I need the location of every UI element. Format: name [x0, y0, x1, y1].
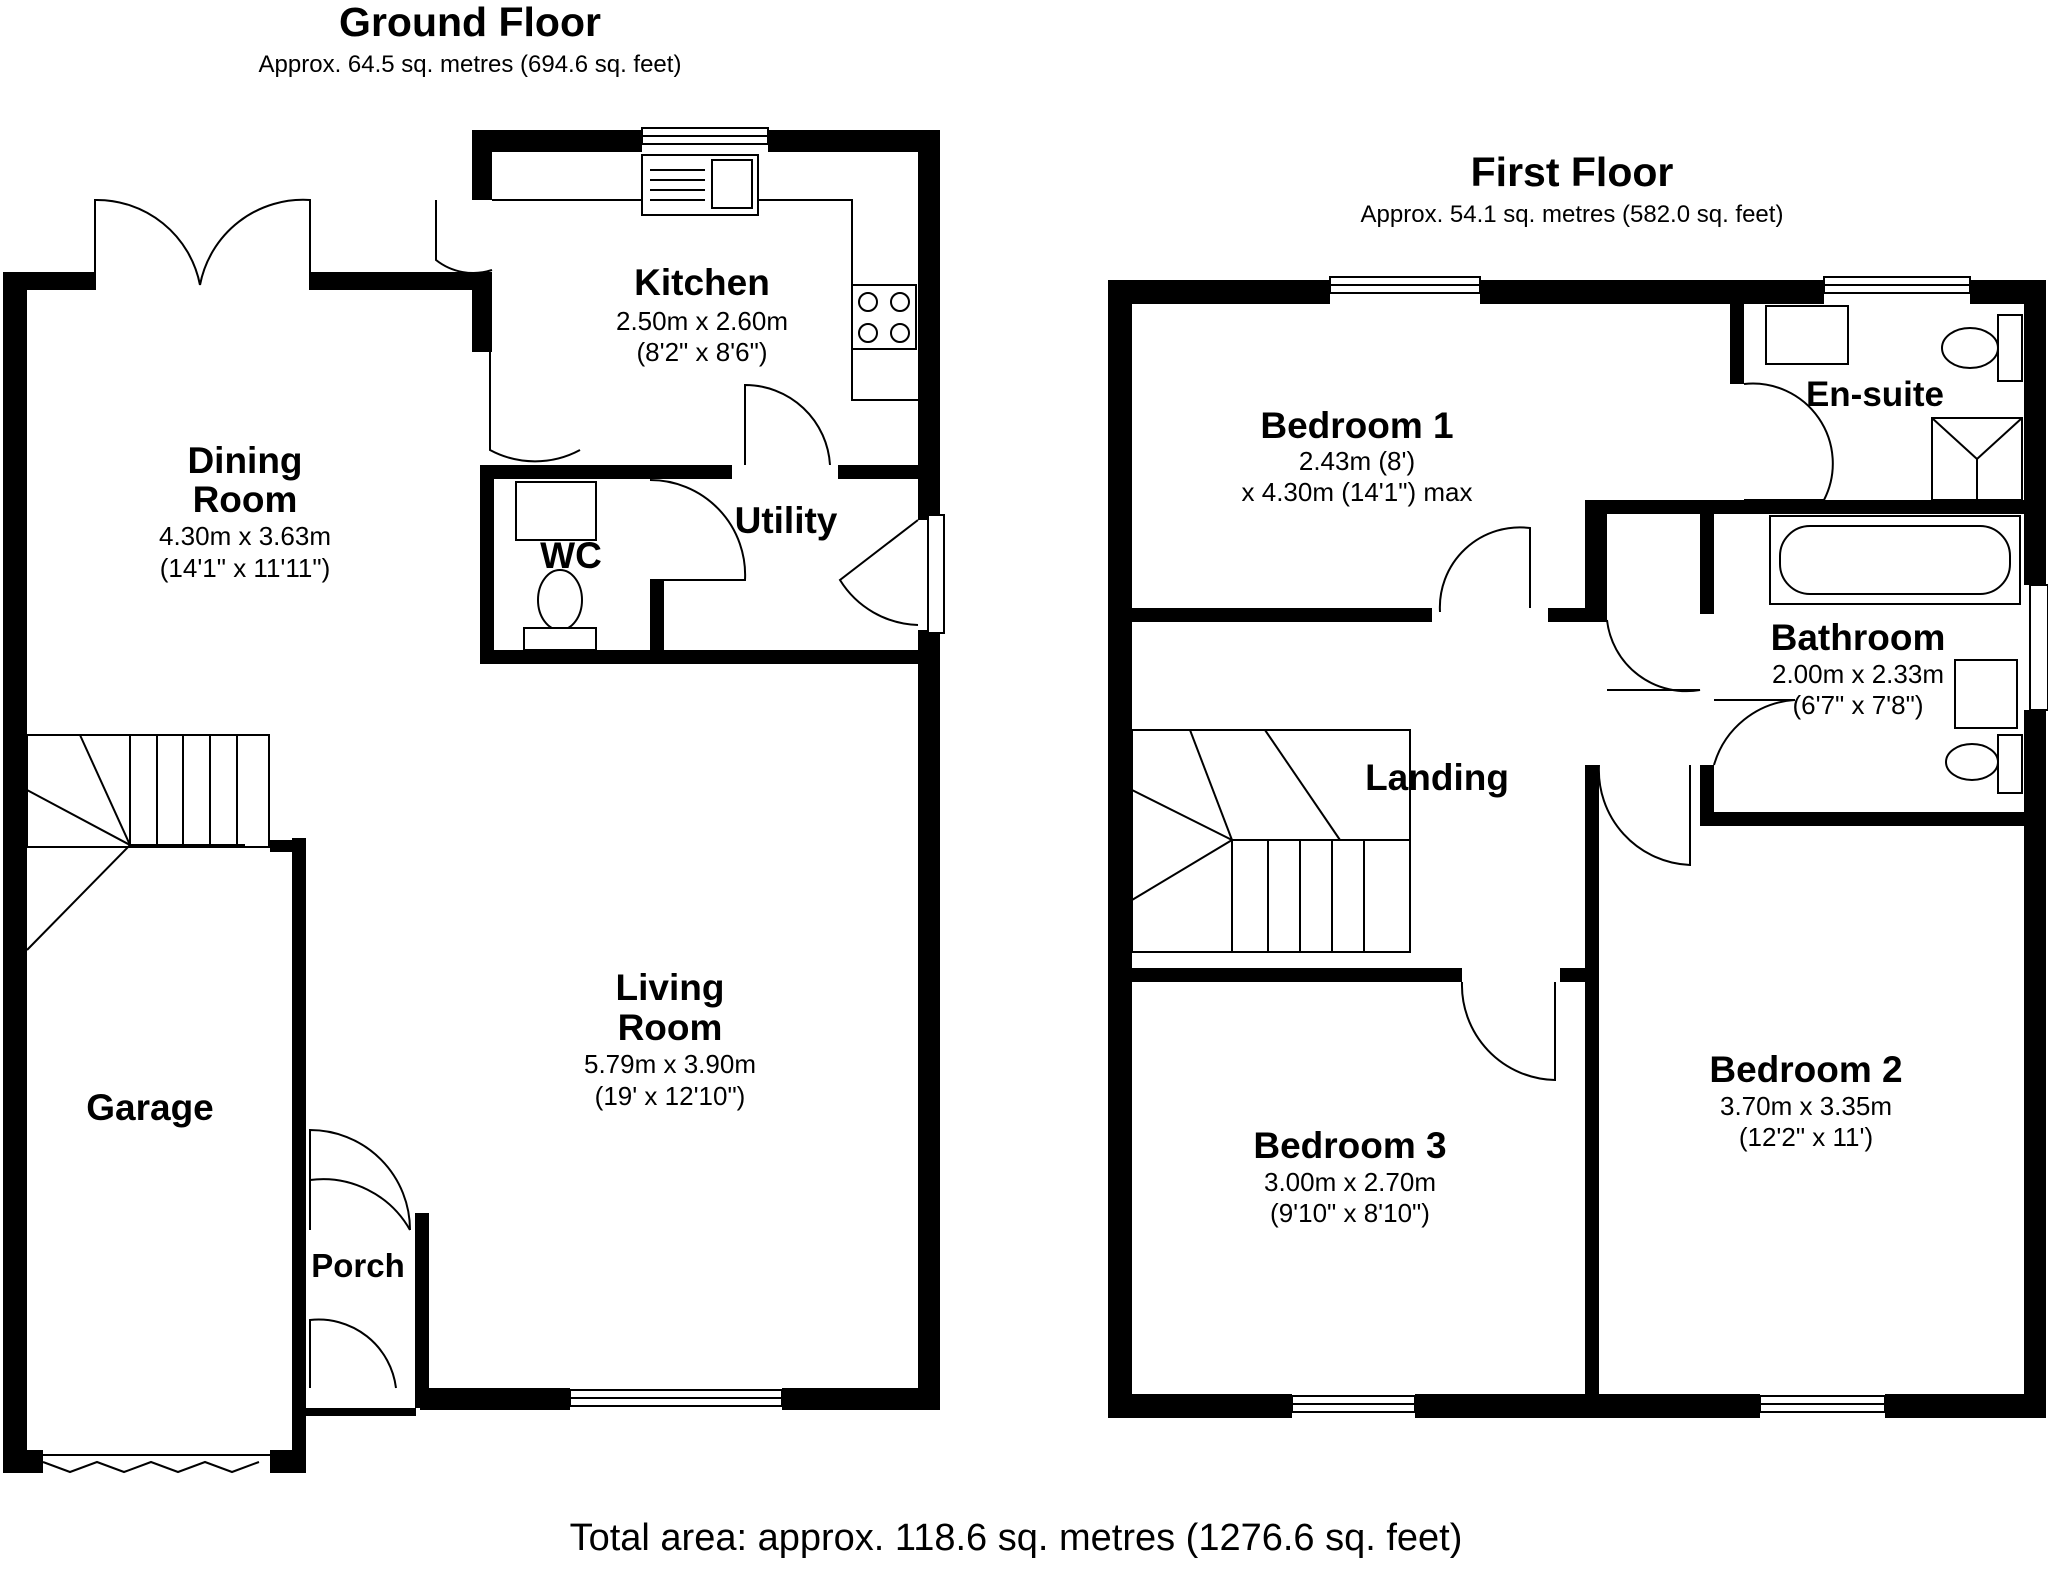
ground-floor-title: Ground Floor: [339, 0, 601, 45]
garage-name: Garage: [86, 1087, 214, 1128]
ground-floor-fixtures: [26, 127, 945, 1474]
bedroom1-name: Bedroom 1: [1260, 405, 1453, 446]
wc-name: WC: [540, 535, 602, 576]
landing-name: Landing: [1365, 757, 1509, 798]
first-floor-area: Approx. 54.1 sq. metres (582.0 sq. feet): [1361, 201, 1784, 228]
living-dim-metric: 5.79m x 3.90m: [584, 1049, 756, 1079]
total-area: Total area: approx. 118.6 sq. metres (12…: [570, 1517, 1463, 1559]
living-dim-imperial: (19' x 12'10"): [595, 1081, 746, 1111]
dining-dim-metric: 4.30m x 3.63m: [159, 521, 331, 551]
porch-name: Porch: [311, 1247, 405, 1284]
first-floor-title: First Floor: [1471, 149, 1674, 195]
bedroom2-dim-metric: 3.70m x 3.35m: [1720, 1091, 1892, 1121]
ground-floor-labels: Kitchen 2.50m x 2.60m (8'2" x 8'6") Dini…: [86, 262, 838, 1284]
first-floor-labels: Bedroom 1 2.43m (8') x 4.30m (14'1") max…: [1242, 375, 1946, 1228]
bedroom2-dim-imperial: (12'2" x 11'): [1739, 1122, 1873, 1152]
dining-dim-imperial: (14'1" x 11'11"): [160, 553, 331, 583]
living-name-line1: Living: [616, 967, 725, 1008]
kitchen-dim-imperial: (8'2" x 8'6"): [637, 337, 768, 367]
ensuite-name: En-suite: [1806, 375, 1944, 414]
dining-name-line2: Room: [193, 479, 298, 520]
first-floor-fixtures: [1131, 276, 2048, 1413]
kitchen-name: Kitchen: [634, 262, 770, 303]
bedroom1-dim-line2: x 4.30m (14'1") max: [1242, 477, 1473, 507]
first-floor-walls: [1108, 280, 2046, 1418]
bedroom1-dim-line1: 2.43m (8'): [1299, 446, 1415, 476]
ground-floor-plan: Ground Floor Approx. 64.5 sq. metres (69…: [3, 0, 945, 1474]
ground-floor-area: Approx. 64.5 sq. metres (694.6 sq. feet): [259, 51, 682, 78]
utility-name: Utility: [735, 500, 838, 541]
bathroom-name: Bathroom: [1771, 617, 1946, 658]
bathroom-dim-metric: 2.00m x 2.33m: [1772, 659, 1944, 689]
first-floor-plan: First Floor Approx. 54.1 sq. metres (582…: [1108, 149, 2048, 1418]
ground-floor-walls: [3, 130, 940, 1473]
bedroom2-name: Bedroom 2: [1709, 1049, 1902, 1090]
bedroom3-name: Bedroom 3: [1253, 1125, 1446, 1166]
bedroom3-dim-imperial: (9'10" x 8'10"): [1270, 1198, 1430, 1228]
kitchen-dim-metric: 2.50m x 2.60m: [616, 306, 788, 336]
bedroom3-dim-metric: 3.00m x 2.70m: [1264, 1167, 1436, 1197]
dining-name-line1: Dining: [187, 440, 302, 481]
living-name-line2: Room: [618, 1007, 723, 1048]
bathroom-dim-imperial: (6'7" x 7'8"): [1793, 690, 1924, 720]
